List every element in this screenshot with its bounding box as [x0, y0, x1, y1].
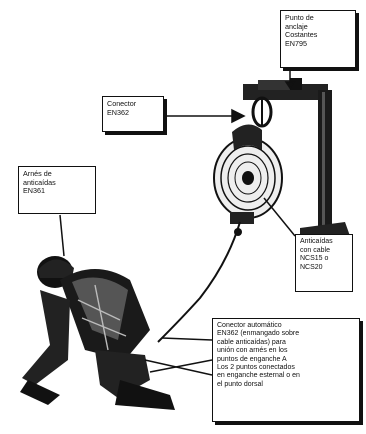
label-harness: Arnés de anticaídas EN361: [18, 166, 96, 214]
label-fall-arrester: Anticaídas con cable NCS15 o NCS20: [295, 234, 353, 292]
label-anchor-point: Punto de anclaje Costantes EN795: [280, 10, 356, 68]
carabiner-icon: [253, 98, 271, 126]
cable-clip: [234, 228, 242, 236]
label-auto-connector: Conector automático EN362 (enmangado sob…: [212, 318, 360, 422]
label-connector: Conector EN362: [102, 96, 164, 132]
worker-figure: [20, 256, 175, 410]
anchor-post: [318, 90, 332, 230]
fall-arrester-device: [214, 124, 282, 224]
